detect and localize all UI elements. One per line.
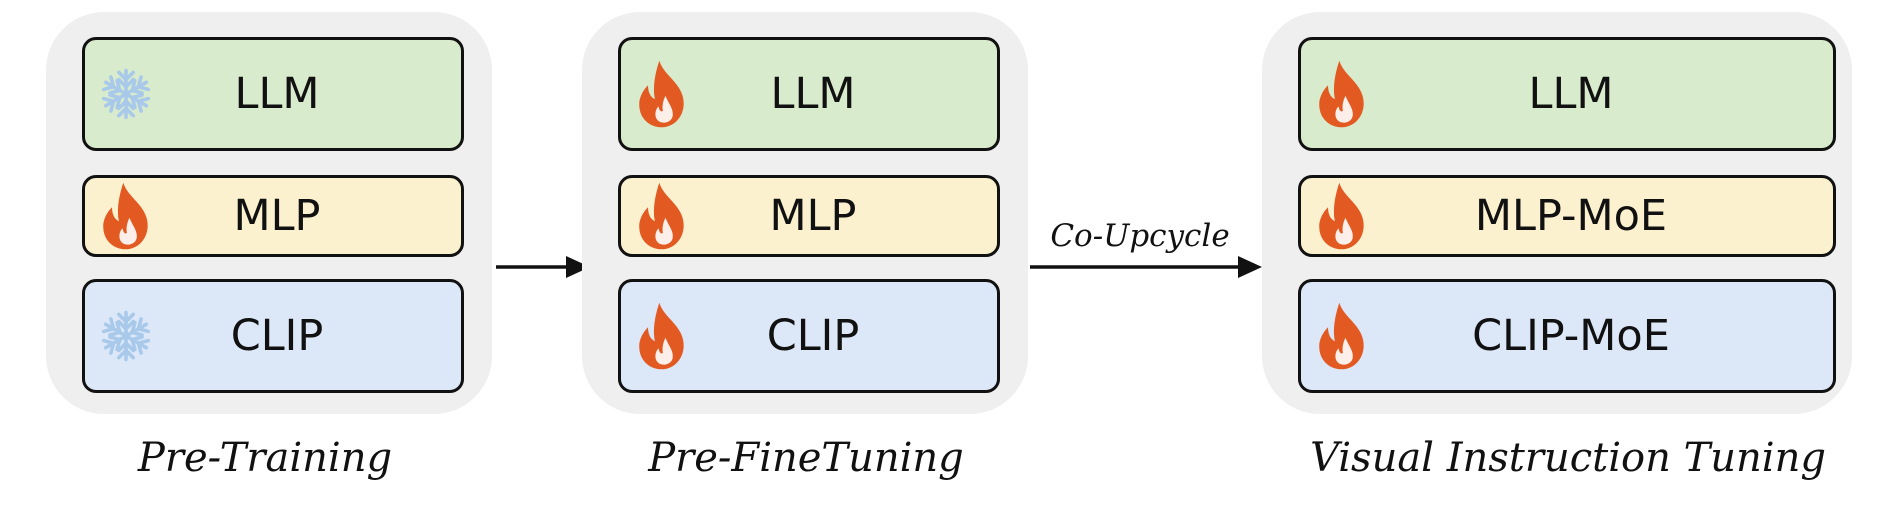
snowflake-icon [101,310,151,362]
stage-panel-pre-finetuning: LLM MLP CLIP [582,12,1028,414]
stage-caption: Pre-Training [137,435,393,481]
stage-caption: Visual Instruction Tuning [1310,435,1826,481]
arrow-label: Co-Upcycle [1050,218,1230,254]
clip-block: CLIP [618,279,1000,393]
mlp-block: MLP [82,175,464,257]
clip-block: CLIP [82,279,464,393]
block-label: CLIP [766,311,860,361]
stage-panel-pre-training: LLM MLP CLIP [46,12,492,414]
block-label: LLM [1528,69,1614,119]
block-label: CLIP-MoE [1472,311,1670,361]
llm-block: LLM [1298,37,1836,151]
llm-block: LLM [618,37,1000,151]
flame-icon [639,60,684,128]
arrow-right-icon [496,256,590,278]
flame-icon [639,182,684,250]
stage-panel-visual-instruction-tuning: LLM MLP-MoE CLIP-MoE [1262,12,1852,414]
block-label: LLM [234,69,320,119]
llm-block: LLM [82,37,464,151]
flame-icon [1319,60,1364,128]
snowflake-icon [101,68,151,120]
block-label: MLP [769,191,857,241]
block-label: CLIP [230,311,324,361]
flame-icon [639,302,684,370]
block-label: MLP-MoE [1474,191,1668,241]
stage-caption: Pre-FineTuning [648,435,964,481]
flame-icon [103,182,148,250]
mlp-block: MLP [618,175,1000,257]
arrow-right-icon [1030,256,1262,278]
mlp-moe-block: MLP-MoE [1298,175,1836,257]
clip-moe-block: CLIP-MoE [1298,279,1836,393]
flame-icon [1319,302,1364,370]
block-label: MLP [233,191,321,241]
block-label: LLM [770,69,856,119]
flame-icon [1319,182,1364,250]
